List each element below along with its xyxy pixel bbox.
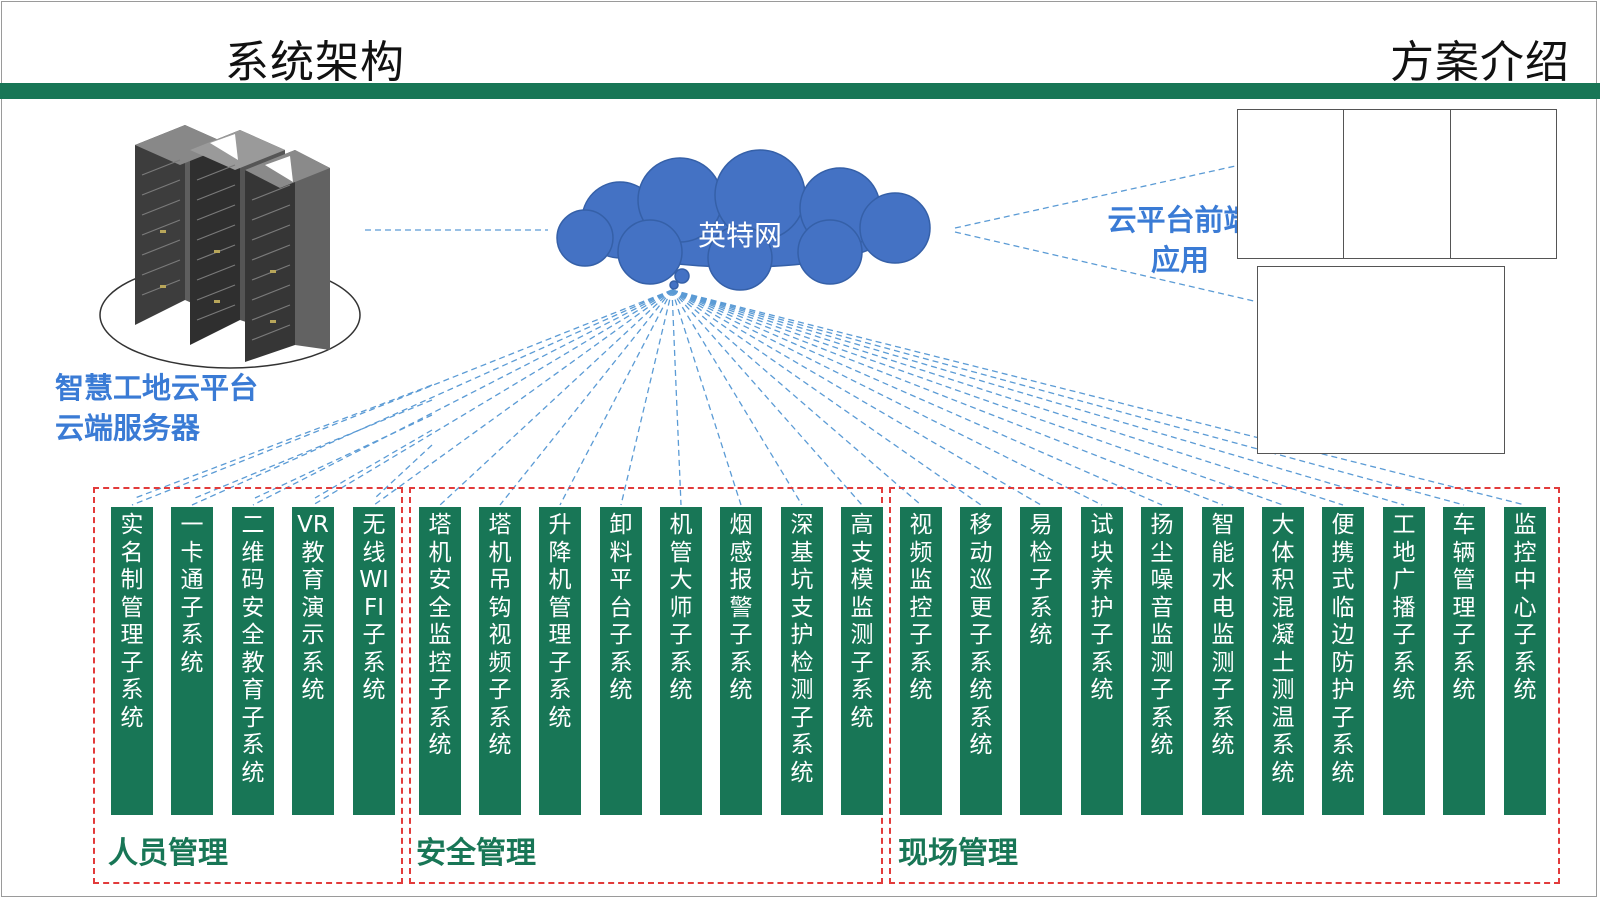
fan-link-line (439, 289, 673, 506)
group-personnel (93, 487, 403, 884)
fan-link-line (671, 289, 1526, 506)
subsystem-column: 二维码安全教育子系统 (232, 507, 274, 815)
subsystem-column: 塔机吊钩视频子系统 (479, 507, 521, 815)
subsystem-column: 移动巡更子系统系统 (960, 507, 1002, 815)
server-fan-line (134, 384, 433, 499)
subsystem-column: 卸料平台子系统 (600, 507, 642, 815)
subsystem-column: 扬尘噪音监测子系统 (1141, 507, 1183, 815)
subsystem-column: 升降机管理子系统 (539, 507, 581, 815)
phone-link-line (954, 164, 1241, 229)
internet-label: 英特网 (697, 219, 782, 252)
subsystem-column: 易检子系统 (1020, 507, 1062, 815)
subsystem-column: 便携式临边防护子系统 (1322, 507, 1364, 815)
fan-link-line (373, 289, 673, 506)
subsystem-column: 塔机安全监控子系统 (419, 507, 461, 815)
subsystem-column: 试块养护子系统 (1081, 507, 1123, 815)
fan-link-line (671, 289, 1344, 506)
subsystem-column: 实名制管理子系统 (111, 507, 153, 815)
fan-link-line (671, 289, 1163, 506)
cloud-icon (556, 149, 931, 291)
fan-link-line (671, 289, 1042, 506)
fan-link-line (252, 289, 673, 506)
phone-cell (1451, 110, 1556, 258)
section-title: 方案介绍 (1390, 37, 1570, 88)
fan-link-line (131, 289, 673, 506)
mobile-app-panel (1237, 109, 1557, 259)
subsystem-column: VR教育演示系统 (292, 507, 334, 815)
group-label-personnel: 人员管理 (108, 836, 228, 871)
subsystem-column: 大体积混凝土测温系统 (1262, 507, 1304, 815)
fan-link-line (671, 289, 1405, 506)
fan-link-line (671, 289, 1224, 506)
desktop-app-panel (1257, 266, 1505, 454)
fan-link-line (191, 289, 673, 506)
subsystem-column: 机管大师子系统 (660, 507, 702, 815)
fan-link-line (312, 289, 673, 506)
fan-link-line (671, 289, 922, 506)
subsystem-column: 智能水电监测子系统 (1202, 507, 1244, 815)
subsystem-column: 一卡通子系统 (171, 507, 213, 815)
server-fan-line (254, 414, 433, 499)
group-label-safety: 安全管理 (416, 836, 536, 871)
group-label-site: 现场管理 (898, 836, 1018, 871)
subsystem-column: 深基坑支护检测子系统 (781, 507, 823, 815)
fan-link-line (559, 289, 673, 506)
phone-cell (1344, 110, 1451, 258)
server-label: 智慧工地云平台云端服务器 (55, 371, 259, 445)
subsystem-column: 监控中心子系统 (1504, 507, 1546, 815)
fan-link-line (671, 289, 1284, 506)
fan-link-line (671, 289, 863, 506)
group-site (889, 487, 1560, 884)
fan-link-line (671, 289, 742, 506)
pc-link-line (954, 231, 1259, 303)
page-title: 系统架构 (225, 37, 405, 88)
fan-link-line (671, 289, 682, 506)
phone-cell (1238, 110, 1345, 258)
client-app-label: 云平台前端应用 (1107, 203, 1253, 277)
fan-link-line (620, 289, 673, 506)
fan-link-line (671, 289, 982, 506)
subsystem-column: 烟感报警子系统 (720, 507, 762, 815)
subsystem-column: 工地广播子系统 (1383, 507, 1425, 815)
server-rack-icon (99, 125, 361, 369)
fan-link-line (671, 289, 803, 506)
fan-link-line (671, 289, 1103, 506)
subsystem-column: 无线WIFI子系统 (353, 507, 395, 815)
fan-link-line (671, 289, 1465, 506)
subsystem-column: 高支模监测子系统 (841, 507, 883, 815)
subsystem-column: 视频监控子系统 (900, 507, 942, 815)
subsystem-column: 车辆管理子系统 (1443, 507, 1485, 815)
server-fan-line (194, 399, 433, 499)
header-divider (0, 83, 1600, 99)
fan-link-line (499, 289, 673, 506)
server-fan-line (314, 429, 433, 499)
server-fan-line (374, 444, 433, 499)
